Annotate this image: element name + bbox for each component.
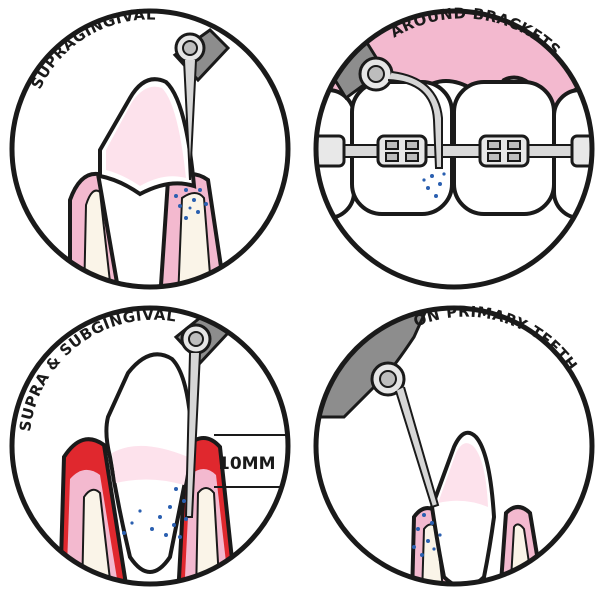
panel-supragingival: SUPRAGINGIVAL (0, 0, 300, 297)
measure-label: 10MM (218, 454, 276, 474)
panel-supra-subgingival: SUPRA & SUBGINGIVAL 10MM (0, 297, 300, 594)
panel-primary-teeth: ON PRIMARY TEETH (304, 297, 604, 594)
panel-around-brackets: AROUND BRACKETS (304, 0, 604, 297)
